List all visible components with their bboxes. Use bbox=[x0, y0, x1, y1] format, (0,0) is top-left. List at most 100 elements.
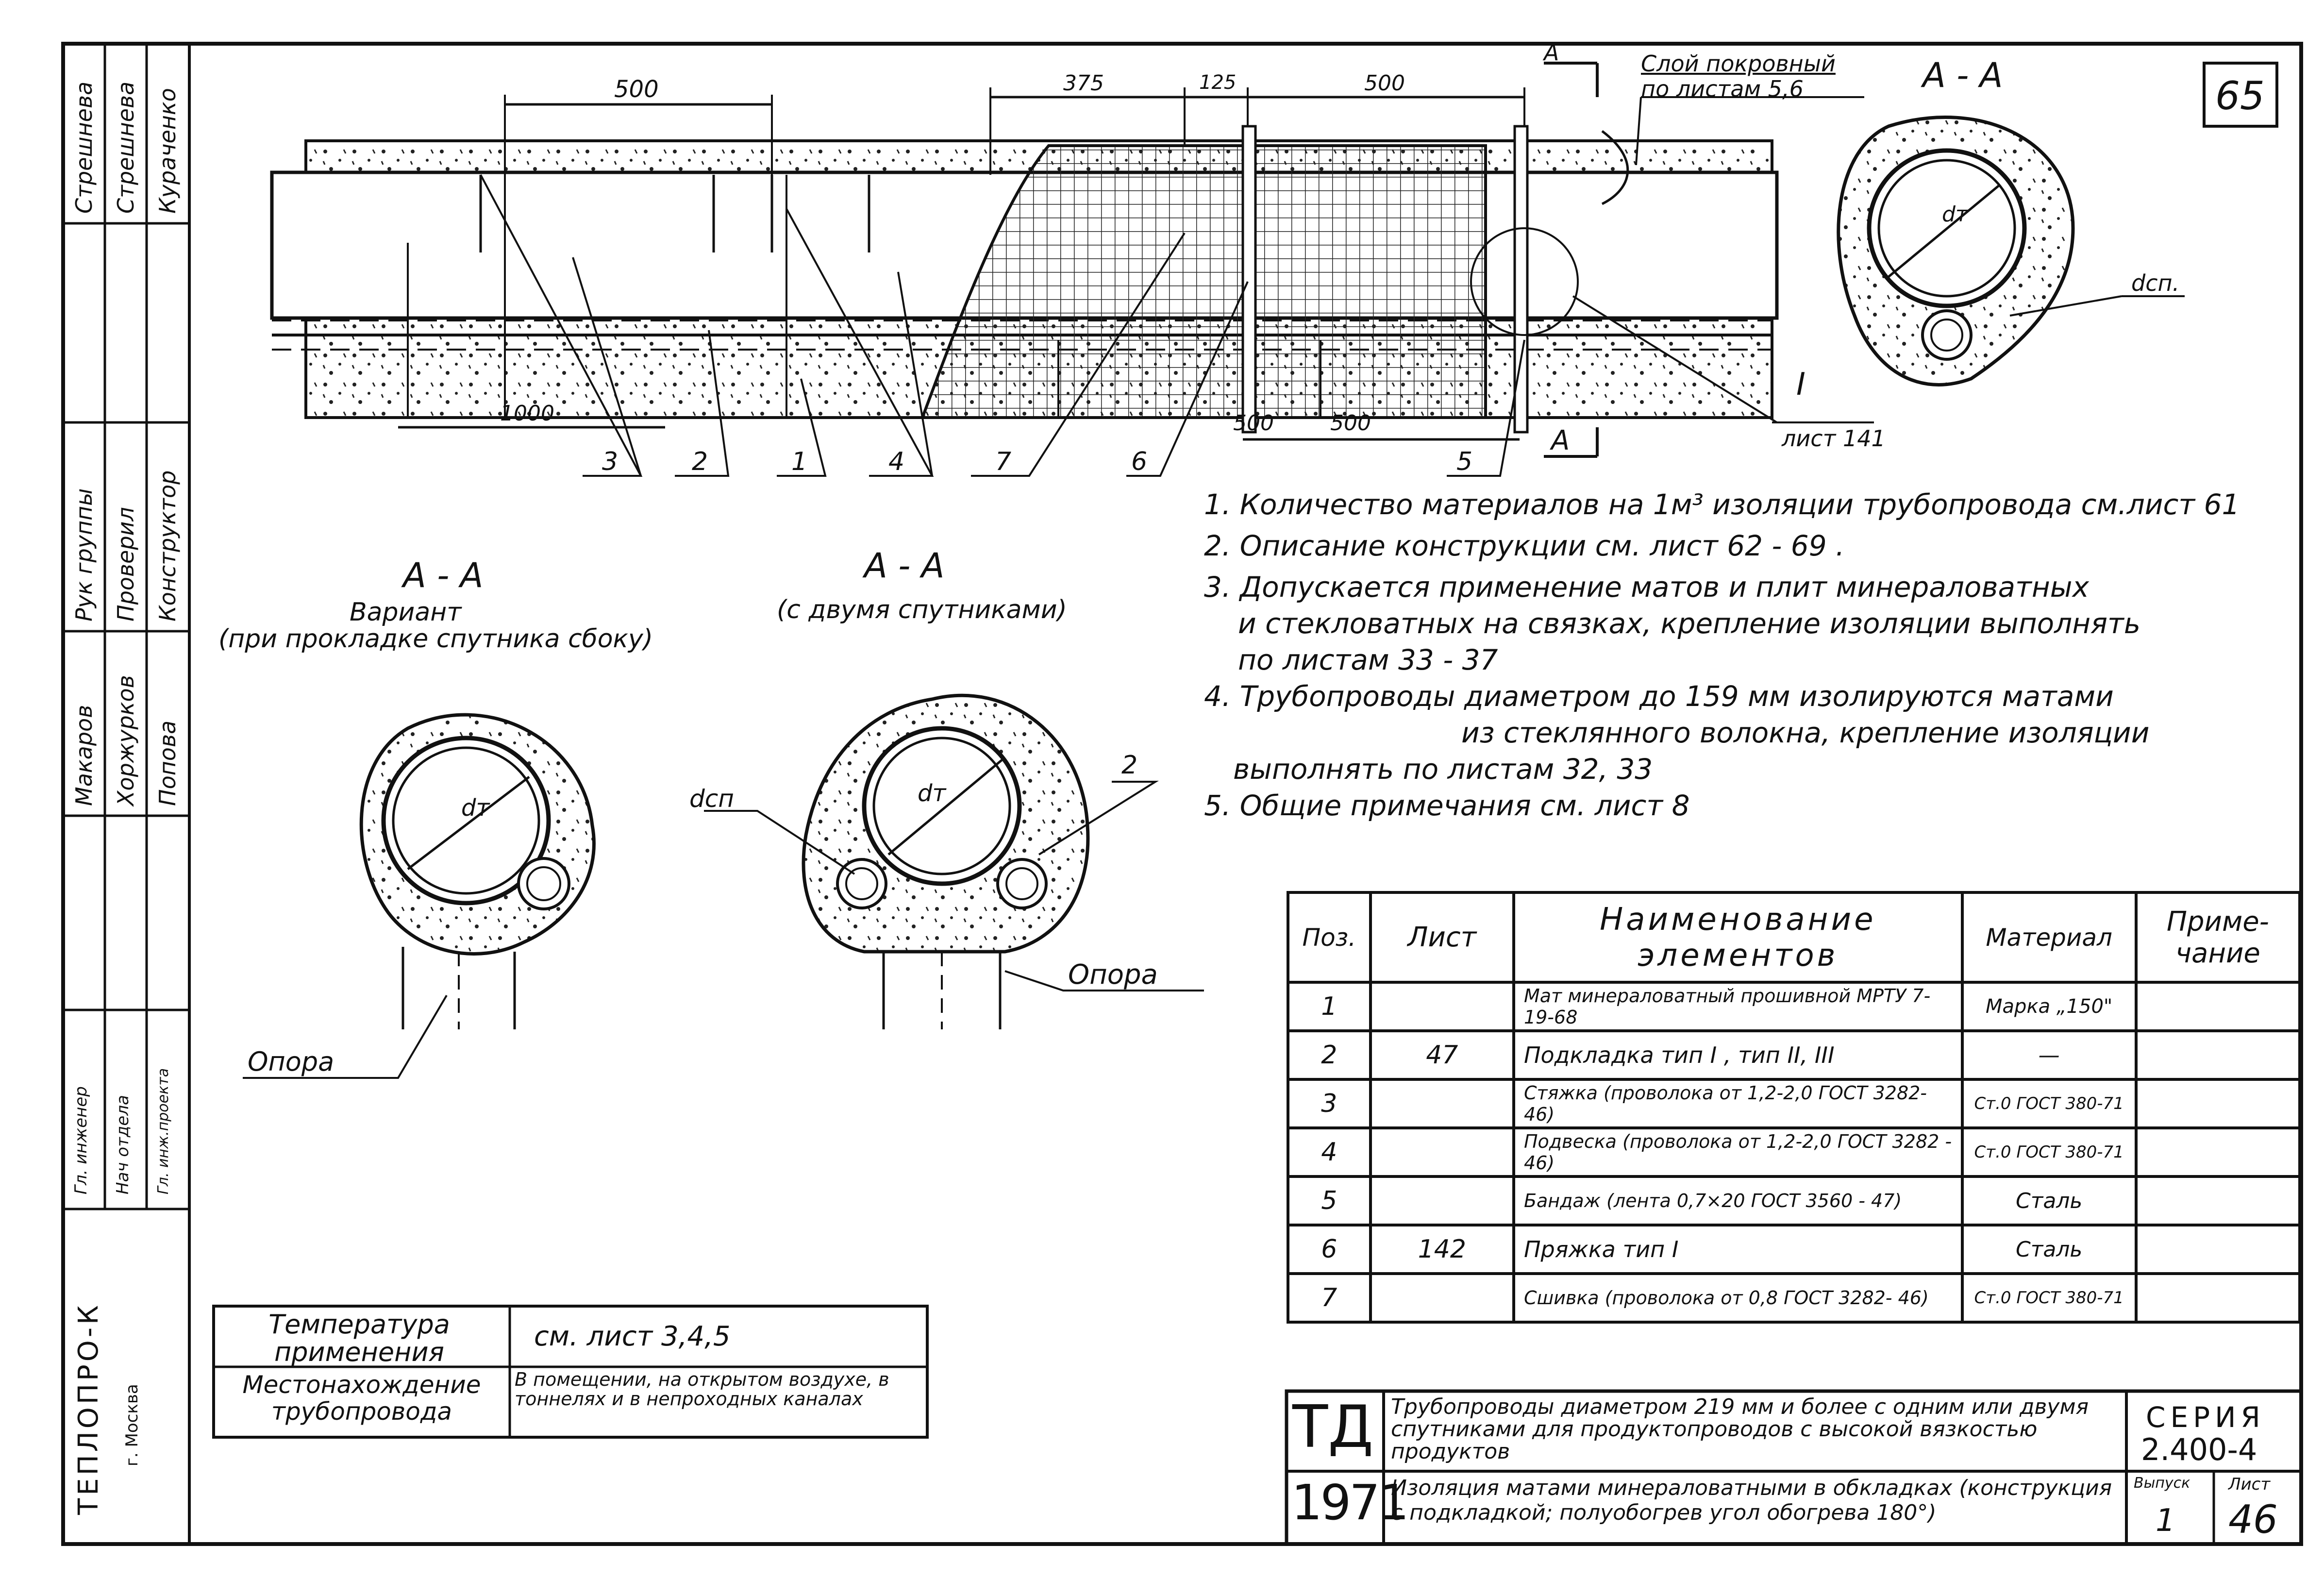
note-4: 4. Трубопроводы диаметром до 159 мм изол… bbox=[1204, 680, 2114, 713]
stamp-signer-2: Стрешнева bbox=[113, 81, 139, 214]
spec-name: Стяжка (проволока от 1,2-2,0 ГОСТ 3282-4… bbox=[1512, 1078, 1964, 1129]
conditions-frame bbox=[212, 1305, 929, 1439]
stamp-chief-1: Гл. инженер bbox=[71, 1086, 91, 1194]
spec-sheet: 142 bbox=[1369, 1224, 1515, 1275]
pos-number-5: 5 bbox=[1456, 447, 1473, 476]
section-left-title: А - А bbox=[403, 555, 484, 595]
section-top-dsp: dсп. bbox=[2131, 270, 2180, 296]
sheet-value: 46 bbox=[2228, 1497, 2278, 1542]
stamp-city: г. Москва bbox=[122, 1384, 142, 1466]
dim-500-bottom-a: 500 bbox=[1233, 411, 1274, 436]
sheet-number-box bbox=[2203, 62, 2278, 128]
pos-number-1: 1 bbox=[791, 447, 808, 476]
section-mid-title: А - А bbox=[864, 546, 945, 586]
spec-name: Пряжка тип I bbox=[1512, 1224, 1964, 1275]
spec-header-sheet: Лист bbox=[1369, 891, 1515, 984]
note-2: 2. Описание конструкции см. лист 62 - 69… bbox=[1204, 529, 1845, 562]
spec-note bbox=[2134, 1224, 2302, 1275]
conditions-temp-value: см. лист 3,4,5 bbox=[534, 1321, 731, 1352]
title-sub: Изоляция матами минераловатными в обклад… bbox=[1391, 1476, 2112, 1525]
section-mid-dsp: dсп bbox=[689, 785, 734, 813]
spec-header-name: Наименование элементов bbox=[1512, 891, 1964, 984]
spec-pos: 2 bbox=[1287, 1029, 1372, 1081]
issue-value: 1 bbox=[2156, 1503, 2175, 1539]
pos-number-2: 2 bbox=[692, 447, 708, 476]
stamp-signer-1: Стрешнева bbox=[71, 81, 97, 214]
stamp-chief-2: Нач отдела bbox=[113, 1095, 133, 1194]
title-year: 1971 bbox=[1291, 1474, 1409, 1531]
title-block-frame bbox=[1285, 1389, 2303, 1546]
detail-ref: I bbox=[1796, 367, 1806, 403]
note-3: 3. Допускается применение матов и плит м… bbox=[1204, 571, 2089, 604]
spec-name: Подвеска (проволока от 1,2-2,0 ГОСТ 3282… bbox=[1512, 1126, 1964, 1178]
section-mid-sub1: (с двумя спутниками) bbox=[777, 595, 1067, 624]
stamp-name-2: Хоржурков bbox=[113, 675, 139, 806]
spec-sheet: 47 bbox=[1369, 1029, 1515, 1081]
stamp-chief-3: Гл. инж.проекта bbox=[155, 1068, 172, 1194]
spec-material: Ст.0 ГОСТ 380-71 bbox=[1960, 1078, 2138, 1129]
spec-note bbox=[2134, 1078, 2302, 1129]
stamp-role-1: Рук группы bbox=[71, 488, 97, 622]
spec-material: Марка „150" bbox=[1960, 981, 2138, 1032]
sheet-number: 65 bbox=[2215, 73, 2265, 118]
conditions-loc-label: Местонахождение трубопровода bbox=[242, 1371, 481, 1426]
stamp-role-2: Проверил bbox=[113, 507, 139, 622]
spec-note bbox=[2134, 1272, 2302, 1324]
section-mid-pos: 2 bbox=[1121, 751, 1138, 780]
spec-name: Бандаж (лента 0,7×20 ГОСТ 3560 - 47) bbox=[1512, 1175, 1964, 1226]
dim-1000: 1000 bbox=[500, 401, 554, 426]
pos-number-3: 3 bbox=[602, 447, 619, 476]
spec-name: Мат минераловатный прошивной МРТУ 7-19-6… bbox=[1512, 981, 1964, 1032]
dim-500-mid: 500 bbox=[1364, 71, 1405, 96]
title-td: ТД bbox=[1292, 1394, 1374, 1461]
spec-sheet bbox=[1369, 1175, 1515, 1226]
stamp-name-1: Макаров bbox=[71, 705, 97, 806]
section-mark-bottom: А bbox=[1551, 425, 1570, 456]
dim-125: 125 bbox=[1199, 71, 1237, 94]
dim-500-left: 500 bbox=[614, 76, 659, 103]
section-left bbox=[243, 713, 596, 1079]
detail-sheet: лист 141 bbox=[1782, 425, 1886, 452]
cover-layer-line2: по листам 5,6 bbox=[1641, 76, 1804, 102]
section-top-dt: dт bbox=[1942, 202, 1968, 227]
spec-material: Ст.0 ГОСТ 380-71 bbox=[1960, 1272, 2138, 1324]
note-3-cont1: и стекловатных на связках, крепление изо… bbox=[1238, 607, 2141, 640]
pos-number-4: 4 bbox=[888, 447, 905, 476]
series-value: 2.400-4 bbox=[2141, 1432, 2257, 1467]
spec-material: Ст.0 ГОСТ 380-71 bbox=[1960, 1126, 2138, 1178]
section-mark-top: А bbox=[1544, 39, 1559, 66]
spec-material: Сталь bbox=[1960, 1224, 2138, 1275]
section-middle bbox=[704, 693, 1204, 1029]
spec-header-material: Материал bbox=[1960, 891, 2138, 984]
spec-material: Сталь bbox=[1960, 1175, 2138, 1226]
title-main: Трубопроводы диаметром 219 мм и более с … bbox=[1391, 1394, 2089, 1464]
spec-pos: 1 bbox=[1287, 981, 1372, 1032]
spec-material: — bbox=[1960, 1029, 2138, 1081]
spec-note bbox=[2134, 981, 2302, 1032]
section-top-right bbox=[1837, 116, 2185, 386]
spec-note bbox=[2134, 1029, 2302, 1081]
spec-sheet bbox=[1369, 1272, 1515, 1324]
note-4-cont2: выполнять по листам 32, 33 bbox=[1233, 753, 1653, 786]
spec-pos: 7 bbox=[1287, 1272, 1372, 1324]
series-label: СЕРИЯ bbox=[2146, 1401, 2265, 1434]
spec-pos: 4 bbox=[1287, 1126, 1372, 1178]
section-left-sub2: (при прокладке спутника сбоку) bbox=[218, 624, 653, 654]
spec-header-pos: Поз. bbox=[1287, 891, 1372, 984]
spec-header-note: Приме- чание bbox=[2134, 891, 2302, 984]
longitudinal-view bbox=[270, 62, 1874, 477]
section-left-sub1: Вариант bbox=[350, 598, 462, 627]
section-left-support: Опора bbox=[248, 1046, 334, 1077]
spec-note bbox=[2134, 1175, 2302, 1226]
conditions-temp-label: Температура применения bbox=[268, 1309, 450, 1367]
spec-pos: 6 bbox=[1287, 1224, 1372, 1275]
spec-name: Сшивка (проволока от 0,8 ГОСТ 3282- 46) bbox=[1512, 1272, 1964, 1324]
side-stamp-frame bbox=[62, 42, 191, 1545]
stamp-signer-3: Кураченко bbox=[154, 88, 181, 214]
section-left-dt: dт bbox=[461, 794, 490, 822]
pos-number-6: 6 bbox=[1131, 447, 1148, 476]
sheet-label: Лист bbox=[2228, 1475, 2271, 1494]
section-mid-support: Опора bbox=[1068, 959, 1158, 991]
spec-sheet bbox=[1369, 981, 1515, 1032]
